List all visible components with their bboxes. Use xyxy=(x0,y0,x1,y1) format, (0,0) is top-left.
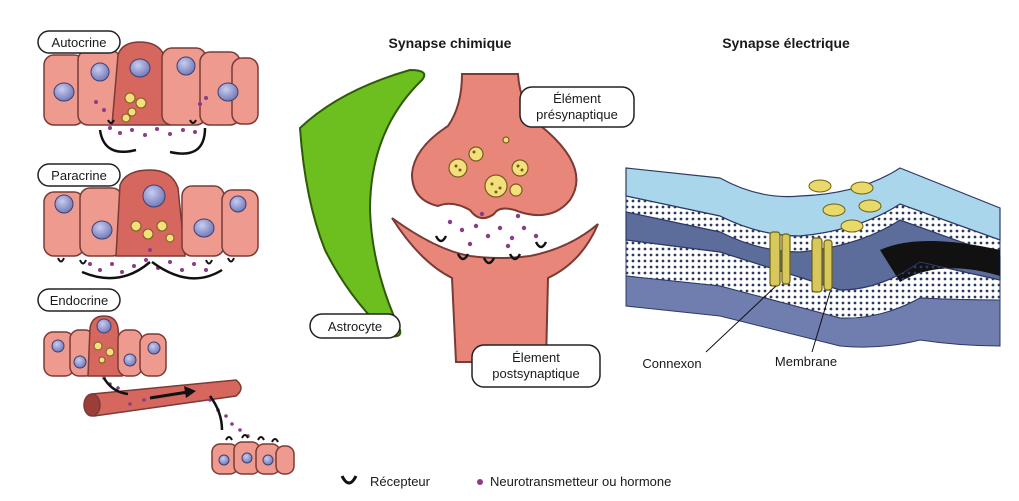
paracrine-arrows xyxy=(81,260,223,280)
astrocyte-label: Astrocyte xyxy=(328,319,382,334)
paracrine-receptors xyxy=(57,257,235,265)
membrane-label: Membrane xyxy=(775,354,837,369)
connexon-channels xyxy=(769,231,833,293)
autocrine-vesicles xyxy=(121,92,147,123)
target-nuclei xyxy=(218,452,274,466)
electrical-synapse-title: Synapse électrique xyxy=(722,35,850,51)
blood-vessel xyxy=(83,379,242,417)
synaptic-vesicles xyxy=(448,136,529,198)
electrical-synapse: Synapse électrique Connexon Membrane xyxy=(625,35,1001,371)
neurotransmitter-dot-icon xyxy=(477,479,483,485)
endocrine-label: Endocrine xyxy=(50,293,109,308)
endocrine-arrows xyxy=(102,377,224,431)
legend: Récepteur Neurotransmetteur ou hormone xyxy=(340,474,671,489)
endocrine-vesicles xyxy=(93,341,115,364)
paracrine-panel: Paracrine xyxy=(37,163,259,280)
astrocyte-shape xyxy=(298,68,426,338)
autocrine-receptors xyxy=(107,119,197,124)
lower-membrane-base xyxy=(625,275,1001,348)
connexon-label: Connexon xyxy=(642,356,701,371)
endocrine-panel: Endocrine xyxy=(37,288,295,475)
connexon-tops xyxy=(808,179,882,233)
legend-neurotransmitter: Neurotransmetteur ou hormone xyxy=(490,474,671,489)
paracrine-dots xyxy=(88,248,208,274)
autocrine-cells xyxy=(43,41,259,126)
synaptic-dots xyxy=(447,211,539,249)
presynaptic-terminal xyxy=(410,73,578,220)
postsynaptic-element xyxy=(391,217,599,363)
postsynaptic-label-line2: postsynaptique xyxy=(492,366,579,381)
target-receptors xyxy=(225,434,279,443)
autocrine-nuclei xyxy=(53,56,239,102)
receptor-icon xyxy=(340,475,358,485)
autocrine-panel: Autocrine xyxy=(37,30,259,155)
presynaptic-label-line2: présynaptique xyxy=(536,107,618,122)
paracrine-vesicles xyxy=(130,220,175,243)
legend-receptor: Récepteur xyxy=(370,474,431,489)
paracrine-nuclei xyxy=(54,184,247,240)
chemical-synapse: Synapse chimique Élément présynaptique xyxy=(298,35,635,388)
autocrine-dots xyxy=(94,96,208,137)
presynaptic-label-line1: Élément xyxy=(553,91,601,106)
chemical-synapse-title: Synapse chimique xyxy=(389,35,512,51)
autocrine-arrows xyxy=(98,127,207,155)
endocrine-nuclei xyxy=(51,318,161,369)
paracrine-label: Paracrine xyxy=(51,168,107,183)
postsynaptic-receptors xyxy=(434,235,548,265)
autocrine-label: Autocrine xyxy=(52,35,107,50)
postsynaptic-label-line1: Élement xyxy=(512,350,560,365)
vesicle-dots xyxy=(454,150,524,194)
